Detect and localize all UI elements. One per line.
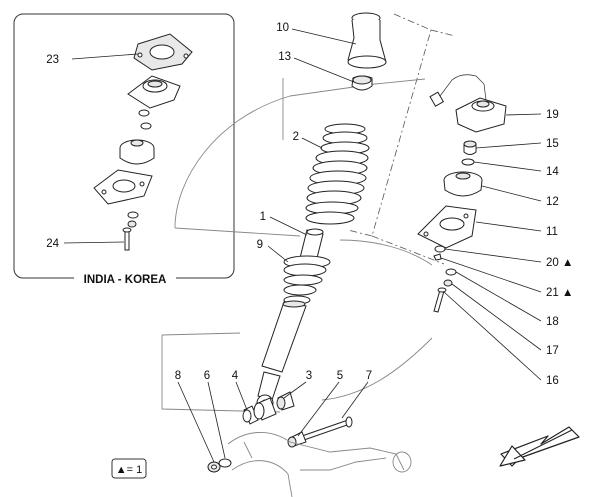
inset-mount-plate	[93, 169, 153, 205]
legend-text: ▲= 1	[116, 464, 143, 476]
callout-17: 17	[546, 345, 559, 357]
nut-15	[463, 140, 477, 155]
washer-6	[218, 458, 232, 468]
callout-3: 3	[306, 370, 312, 382]
bolt-16	[433, 287, 447, 313]
coil-spring	[305, 123, 370, 225]
callout-5: 5	[337, 370, 343, 382]
callout-19: 19	[546, 109, 559, 121]
callout-20: 20 ▲	[546, 257, 573, 269]
inset-bump-stop	[119, 139, 155, 165]
inset-top-mount	[127, 75, 181, 109]
front-direction-arrow-icon	[499, 426, 580, 467]
inset-bolt	[122, 227, 132, 251]
lower-arm-outline	[227, 432, 412, 497]
callouts: 10 13 2 1 9 19 15 14 12 11 20 ▲ 21 ▲ 18 …	[175, 22, 574, 387]
nut-17	[443, 279, 453, 287]
callout-21: 21 ▲	[546, 287, 573, 299]
callout-14: 14	[546, 166, 559, 178]
callout-12: 12	[546, 196, 559, 208]
shock-absorber	[256, 228, 331, 412]
inset-panel: INDIA - KOREA	[13, 13, 235, 286]
callout-2: 2	[293, 131, 299, 143]
callout-18: 18	[546, 316, 559, 328]
callout-4: 4	[232, 370, 239, 382]
callout-8: 8	[175, 370, 181, 382]
bump-stop-12	[443, 171, 483, 197]
callout-10: 10	[276, 22, 289, 34]
callout-13: 13	[278, 51, 291, 63]
inset-title: INDIA - KOREA	[84, 274, 167, 286]
washer-14	[461, 158, 475, 166]
callout-15: 15	[546, 138, 559, 150]
callout-24: 24	[46, 238, 59, 250]
clip-21	[433, 253, 442, 261]
mount-plate-11	[417, 205, 477, 249]
callout-11: 11	[546, 226, 558, 238]
callout-6: 6	[204, 370, 210, 382]
callout-7: 7	[366, 370, 372, 382]
leader-lines	[177, 28, 542, 463]
washer-20	[434, 245, 446, 253]
bushing-4	[242, 405, 259, 425]
callout-16: 16	[546, 375, 559, 387]
legend-box: ▲= 1	[111, 458, 147, 479]
callout-23: 23	[46, 54, 59, 66]
bushing-3	[253, 391, 295, 421]
nut-5	[287, 431, 307, 448]
callout-1: 1	[260, 211, 266, 223]
washer-18	[445, 268, 457, 276]
nut-8	[207, 461, 221, 473]
callout-9: 9	[257, 239, 263, 251]
reference-frame	[347, 13, 456, 265]
dust-cover	[347, 12, 387, 69]
bump-stop-small	[351, 75, 373, 91]
body-outline	[161, 78, 433, 413]
top-mount-with-sensor	[429, 74, 507, 133]
inset-top-plate	[133, 33, 193, 71]
